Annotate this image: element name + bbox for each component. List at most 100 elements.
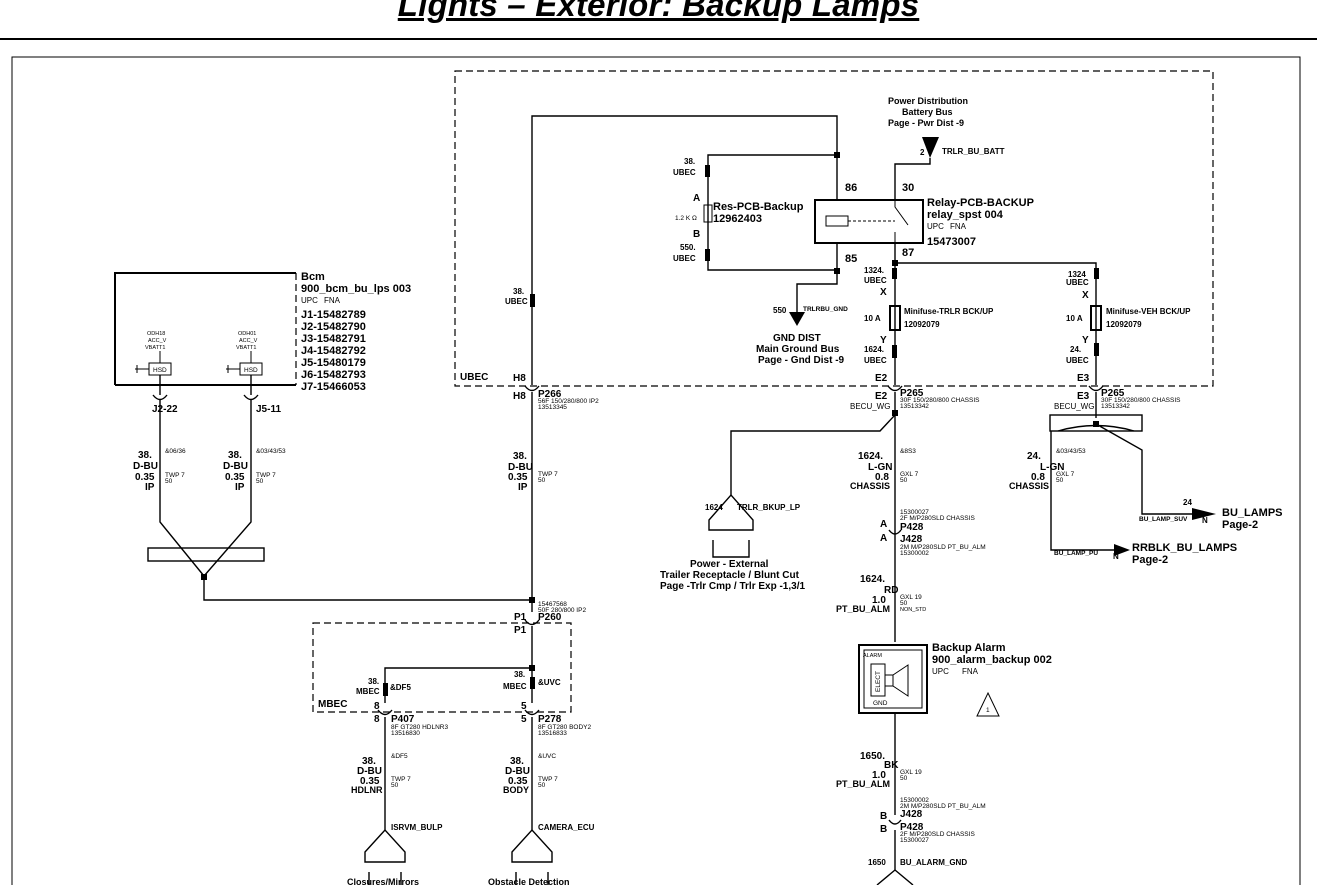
svg-text:1.0: 1.0 [872,770,886,781]
svg-text:50F 280/800 IP2: 50F 280/800 IP2 [538,607,586,614]
svg-text:13516833: 13516833 [538,730,567,737]
connector-p407 [377,709,393,716]
splice-pack-right [1049,414,1143,432]
svg-text:J2-22: J2-22 [152,404,178,415]
svg-text:HSD: HSD [244,367,258,374]
svg-text:D-BU: D-BU [508,462,533,473]
bcm-connector-j4: J4-15482792 [301,345,366,357]
backup-alarm-box [858,644,928,714]
svg-text:0.35: 0.35 [508,776,528,787]
svg-text:Main Ground Bus: Main Ground Bus [756,344,840,355]
relay-coil [825,215,849,227]
backup-alarm-name: Backup Alarm [932,642,1006,654]
svg-text:Minifuse-TRLR BCK/UP: Minifuse-TRLR BCK/UP [904,307,994,316]
svg-text:&DF5: &DF5 [391,753,408,760]
connector-p266 [524,385,540,392]
svg-text:CHASSIS: CHASSIS [850,481,890,491]
svg-text:50: 50 [256,478,264,485]
svg-text:BECU_WG: BECU_WG [850,402,890,411]
svg-text:GXL 7: GXL 7 [1056,471,1075,478]
svg-text:50: 50 [391,782,399,789]
svg-text:1624.: 1624. [860,574,885,585]
bcm-name: Bcm [301,271,325,283]
svg-text:ACC_V: ACC_V [148,338,167,344]
svg-text:PT_BU_ALM: PT_BU_ALM [836,604,890,614]
trailer-connector-symbol [708,493,754,558]
svg-text:87: 87 [902,247,914,259]
svg-text:TWP 7: TWP 7 [538,776,558,783]
svg-text:Y: Y [1082,335,1089,346]
svg-text:2M M/P280SLD PT_BU_ALM: 2M M/P280SLD PT_BU_ALM [900,544,986,551]
svg-text:P428: P428 [900,522,924,533]
svg-text:P1: P1 [514,625,527,636]
svg-text:P260: P260 [538,612,562,623]
svg-text:RD: RD [884,585,898,596]
svg-text:L-GN: L-GN [868,462,892,473]
svg-text:0.35: 0.35 [508,472,528,483]
svg-text:30F 150/280/800 CHASSIS: 30F 150/280/800 CHASSIS [900,397,980,404]
ubec-region [454,70,1214,387]
svg-text:BU_LAMP_PU: BU_LAMP_PU [1054,550,1098,557]
svg-text:X: X [1082,290,1089,301]
relay-name: Relay-PCB-BACKUP [927,197,1034,209]
bu-lamps-arrow [1192,508,1216,520]
svg-text:TWP 7: TWP 7 [256,472,276,479]
svg-text:13513345: 13513345 [538,404,567,411]
svg-text:UPC: UPC [927,222,944,231]
svg-text:8F GT280 HDLNR3: 8F GT280 HDLNR3 [391,724,448,731]
svg-text:Page-2: Page-2 [1132,554,1168,566]
svg-text:0.8: 0.8 [1031,472,1045,483]
svg-text:E2: E2 [875,373,888,384]
svg-text:TWP 7: TWP 7 [538,471,558,478]
svg-text:13513342: 13513342 [900,403,929,410]
svg-text:38.: 38. [513,287,524,296]
svg-text:38.: 38. [228,450,242,461]
svg-text:ODH18: ODH18 [147,331,165,337]
svg-text:FNA: FNA [950,222,967,231]
svg-text:5: 5 [521,714,527,725]
svg-text:38.: 38. [138,450,152,461]
svg-text:550: 550 [773,306,787,315]
svg-text:1624.: 1624. [864,345,884,354]
svg-text:Trailer Receptacle / Blunt Cut: Trailer Receptacle / Blunt Cut [660,570,800,581]
svg-text:HSD: HSD [153,367,167,374]
svg-text:&UVC: &UVC [538,678,561,687]
svg-text:UBEC: UBEC [673,168,696,177]
svg-text:GXL 19: GXL 19 [900,769,922,776]
svg-text:CHASSIS: CHASSIS [1009,481,1049,491]
bcm-connector-j7: J7-15466053 [301,381,366,393]
bcm-connector-j3: J3-15482791 [301,333,366,345]
connector-p428-top [888,529,902,535]
svg-text:IP: IP [145,482,155,493]
svg-text:&03/43/53: &03/43/53 [256,448,286,455]
svg-text:HDLNR: HDLNR [351,785,383,795]
svg-text:1.0: 1.0 [872,595,886,606]
svg-text:UBEC: UBEC [864,276,887,285]
svg-text:ELECT: ELECT [875,671,882,692]
svg-text:56F 150/280/800 IP2: 56F 150/280/800 IP2 [538,398,599,405]
svg-text:GXL 7: GXL 7 [900,471,919,478]
bu-lamps-label: BU_LAMPS [1222,507,1283,519]
pin-j2-22 [152,394,168,401]
svg-text:Closures/Mirrors: Closures/Mirrors [347,877,419,885]
svg-text:Obstacle Detection: Obstacle Detection [488,877,570,885]
svg-text:L-GN: L-GN [1040,462,1064,473]
svg-text:1650.: 1650. [860,751,885,762]
svg-text:N: N [1113,552,1119,561]
svg-text:UBEC: UBEC [673,254,696,263]
svg-text:GXL 19: GXL 19 [900,594,922,601]
svg-text:50: 50 [1056,477,1064,484]
svg-text:E2: E2 [875,391,888,402]
svg-text:Page-2: Page-2 [1222,519,1258,531]
svg-text:8: 8 [374,714,380,725]
svg-text:E3: E3 [1077,373,1090,384]
svg-text:P407: P407 [391,714,415,725]
svg-text:&06/36: &06/36 [165,448,186,455]
svg-text:50: 50 [538,477,546,484]
svg-text:IP: IP [235,482,245,493]
rrblk-label: RRBLK_BU_LAMPS [1132,542,1237,554]
svg-text:Page - Gnd Dist -9: Page - Gnd Dist -9 [758,355,845,366]
svg-text:0.35: 0.35 [225,472,245,483]
svg-text:2M M/P280SLD PT_BU_ALM: 2M M/P280SLD PT_BU_ALM [900,803,986,810]
svg-text:8: 8 [374,701,380,712]
